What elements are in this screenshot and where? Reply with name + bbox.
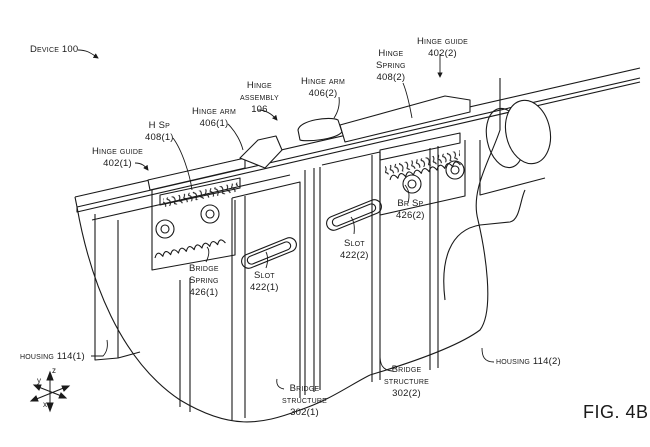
label-housing-1: housing 114(1) xyxy=(20,351,85,362)
hinge-spring-2 xyxy=(385,150,460,176)
bridge-spring-1 xyxy=(154,239,226,259)
hinge-guide-1 xyxy=(147,157,246,191)
leader-bridge-structure-2 xyxy=(379,354,393,372)
hinge-guide-2 xyxy=(339,95,471,143)
leader-hinge-spring-2 xyxy=(402,82,413,119)
leader-hinge-arm-1 xyxy=(227,123,244,151)
leader-hinge-arm-2 xyxy=(333,96,340,119)
slot-1 xyxy=(241,237,297,269)
leader-bridge-structure-1 xyxy=(276,378,285,390)
slot-2 xyxy=(326,199,382,231)
hinge-arm-1-block xyxy=(239,135,283,169)
leader-hinge-assembly xyxy=(257,109,278,121)
leader-br-sp-2 xyxy=(404,184,410,204)
leader-slot-1 xyxy=(265,251,268,269)
axis-indicator xyxy=(29,370,71,413)
screw-1 xyxy=(155,219,175,239)
figure-number: FIG. 4B xyxy=(583,402,649,422)
axis-z-label: z xyxy=(52,366,56,375)
bridge-structure-2 xyxy=(321,146,439,382)
axis-y-label: y xyxy=(37,376,41,385)
left-bracket xyxy=(151,190,236,271)
leader-h-sp-1 xyxy=(172,137,193,191)
leader-housing-1 xyxy=(91,339,108,357)
bridge-structure-1 xyxy=(231,181,301,420)
leader-bridge-spring-1 xyxy=(205,246,210,263)
hinge-knob xyxy=(504,99,552,165)
label-housing-2: housing 114(2) xyxy=(496,356,561,367)
device-label: Device 100 xyxy=(30,44,79,55)
top-rail xyxy=(76,81,641,213)
bridge-spring-2 xyxy=(389,161,461,181)
leader-device xyxy=(77,49,99,59)
leader-hinge-guide-1 xyxy=(134,162,149,171)
leader-housing-2 xyxy=(481,347,495,363)
housing-114-2-body xyxy=(369,78,501,376)
screw-2 xyxy=(200,204,220,224)
screw-3 xyxy=(402,174,422,194)
screw-4 xyxy=(445,160,465,180)
housing-114-1-body xyxy=(76,206,371,423)
leader-slot-2 xyxy=(350,216,355,235)
hinge-spring-1 xyxy=(163,182,238,208)
axis-x-label: x xyxy=(43,400,47,409)
